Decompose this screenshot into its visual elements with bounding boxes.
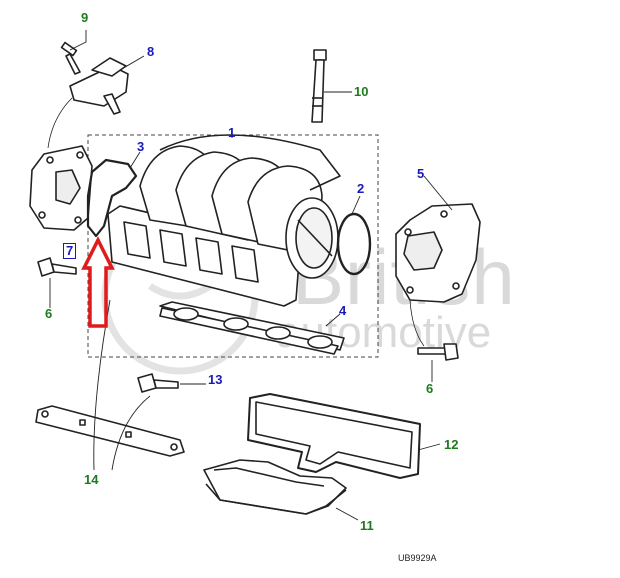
callout-12: 12 [444,437,459,452]
leader-11 [335,507,359,521]
callout-3: 3 [137,139,145,154]
leader-5 [423,175,453,211]
callout-13: 13 [208,372,223,387]
flange-part-5 [395,203,481,303]
leader-2 [351,195,361,215]
bracket-part-14 [35,405,185,457]
gasket-part-3 [86,158,138,238]
callout-2: 2 [357,181,365,196]
callout-14: 14 [84,472,99,487]
highlight-arrow [81,236,115,328]
callout-7: 7 [63,243,77,259]
leader-4 [325,313,341,327]
leader-8 [119,55,145,71]
callout-8: 8 [147,44,155,59]
reference-code: UB9929A [398,553,437,563]
long-bolt-part-10 [311,49,327,123]
sensor-part-8 [69,57,129,115]
bolt-part-9 [60,41,81,75]
callout-4: 4 [339,303,347,318]
flange-plate-part-7 [29,145,93,231]
leader-12 [417,443,441,451]
gasket-strip-part-4 [159,301,345,355]
bolt-part-6-left [37,257,77,277]
callout-1: 1 [228,125,236,140]
callout-11: 11 [360,518,374,533]
cover-gasket-part-12 [247,393,421,479]
callout-5: 5 [417,166,425,181]
callout-10: 10 [354,84,369,99]
leader-9 [69,30,87,51]
callout-6-left: 6 [45,306,53,321]
bolt-part-13 [137,373,179,393]
cover-part-11 [203,459,347,515]
seal-part-2 [336,212,372,276]
leader-3 [129,151,141,169]
leader-14b [111,395,151,471]
bolt-part-6-right [417,343,459,361]
callout-6-right: 6 [426,381,434,396]
intake-manifold-part-1 [107,134,341,307]
assembly-dashed-box [87,134,379,358]
callout-9: 9 [81,10,89,25]
